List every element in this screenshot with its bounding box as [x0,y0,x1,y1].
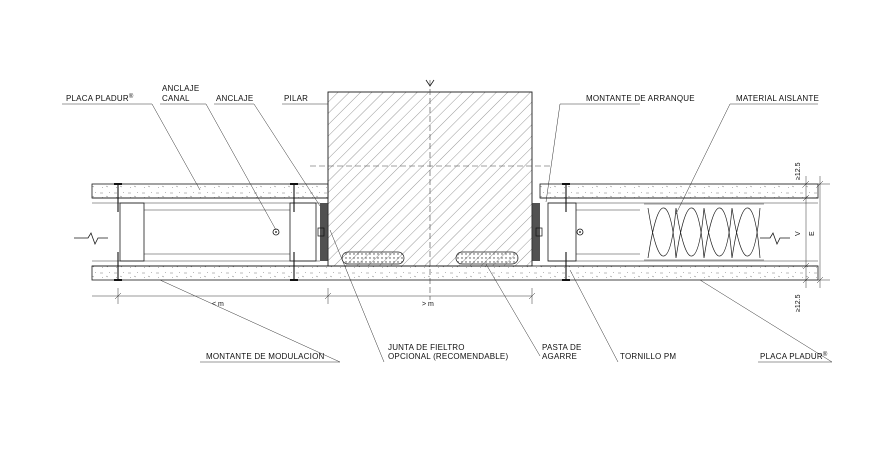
label-anclaje-canal-2: CANAL [162,94,190,103]
insulation-material [644,203,764,261]
label-placa-pladur-bottom: PLACA PLADUR® [760,351,828,361]
screws [114,183,584,281]
label-junta-1: JUNTA DE FIELTRO [388,343,465,352]
dim-lt-m: < m [212,301,224,308]
stud-cavity-left [92,197,328,267]
pilar-column [310,79,552,300]
label-pasta-2: AGARRE [542,352,577,361]
dim-ge-bottom: ≥12.5 [795,294,802,312]
dim-v: V [795,231,802,236]
stud-cavity-right [540,197,818,267]
label-anclaje-canal-1: ANCLAJE [162,84,199,93]
label-material-aislante: MATERIAL AISLANTE [736,94,819,103]
break-mark-right [760,232,790,246]
dimension-line-bottom [92,288,536,304]
label-montante-arranque: MONTANTE DE ARRANQUE [586,94,695,103]
adhesive-paste [341,251,519,265]
label-junta-2: OPCIONAL (RECOMENDABLE) [388,352,508,361]
dim-e: E [809,231,816,236]
dim-gt-m: > m [422,301,434,308]
label-anclaje: ANCLAJE [216,94,253,103]
label-montante-modulacion: MONTANTE DE MODULACION [206,352,325,361]
label-pasta-1: PASTA DE [542,343,582,352]
dimension-line-right [770,176,830,288]
label-tornillo: TORNILLO PM [620,352,676,361]
label-pilar: PILAR [284,94,308,103]
label-placa-pladur-top: PLACA PLADUR® [66,93,134,103]
pladur-board-top-left [91,183,329,199]
pladur-board-bottom [91,265,819,281]
break-mark-left [74,232,108,246]
leader-lines [62,103,833,363]
dim-ge-top: ≥12.5 [795,162,802,180]
pladur-board-top-right [539,183,819,199]
